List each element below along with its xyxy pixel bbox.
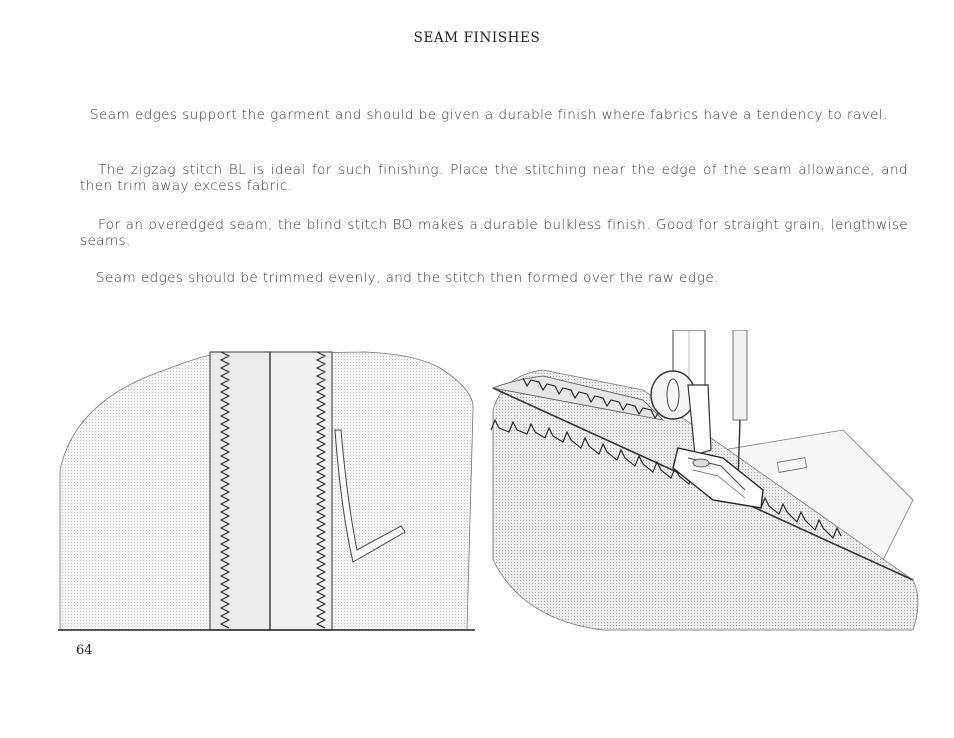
upper-blind-stitch <box>522 377 660 420</box>
lower-blind-stitch <box>490 418 842 539</box>
fabric-shape <box>492 369 919 631</box>
paragraph-zigzag-stitch: The zigzag stitch BL is ideal for such f… <box>80 162 908 194</box>
presser-shank <box>687 384 712 456</box>
needle-clamp <box>732 330 748 421</box>
left-seam-allowance <box>209 351 271 631</box>
trimmed-fabric-strip <box>334 429 406 563</box>
right-seam-allowance <box>269 351 333 631</box>
page-number: 64 <box>76 643 93 658</box>
blind-stitch-illustration <box>490 330 919 631</box>
right-zigzag-stitch <box>315 351 327 629</box>
page-title: SEAM FINISHES <box>413 30 541 46</box>
paragraph-overedged-seam: For an overedged seam, the blind stitch … <box>80 217 908 249</box>
paragraph-seam-edges: Seam edges support the garment and shoul… <box>90 107 888 123</box>
left-zigzag-stitch <box>219 351 231 629</box>
paragraph-trim-evenly: Seam edges should be trimmed evenly, and… <box>96 270 719 286</box>
fabric-under-layer <box>491 375 665 421</box>
zigzag-seam-illustration <box>58 351 475 631</box>
